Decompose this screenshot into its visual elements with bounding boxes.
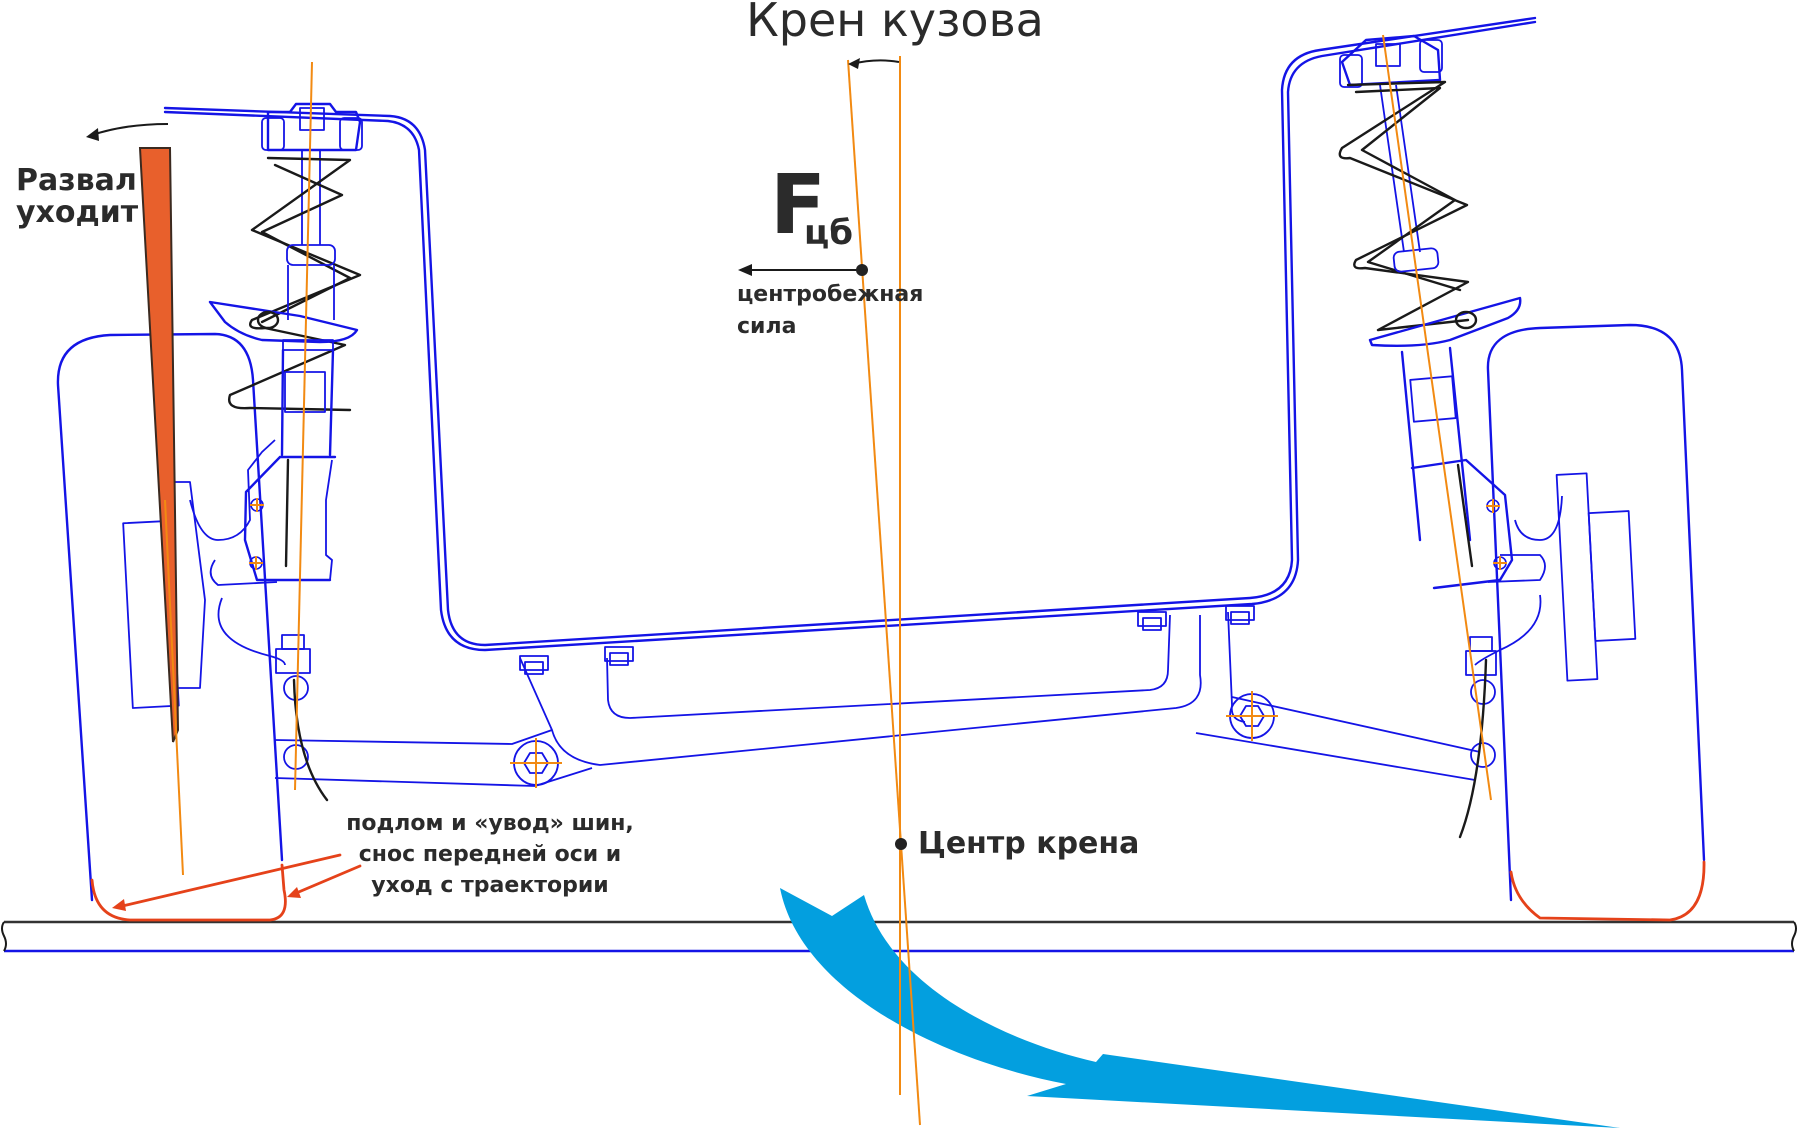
right-coil-spring [1338, 80, 1470, 332]
center-of-mass-dot [856, 264, 868, 276]
right-arm-bottom [1195, 732, 1476, 781]
left-knuckle-rib [209, 559, 278, 586]
right-arm-top [1231, 696, 1481, 753]
axis-lines [164, 34, 1492, 1126]
road-break-left [1, 921, 7, 952]
left-wheel-axis [164, 499, 184, 876]
right-knuckle-upper [1514, 495, 1563, 541]
right-seat-roller [1454, 310, 1478, 330]
force-label-line1: центробежная [737, 282, 923, 307]
right-strut [1338, 34, 1522, 839]
left-mount-stud [261, 117, 285, 151]
roll-center-dot [895, 838, 907, 850]
left-ball-joint-nut [281, 634, 305, 650]
body-roll-axis [847, 59, 921, 1126]
right-coil-spring-inner [1354, 86, 1462, 292]
force-symbol: F [770, 158, 826, 253]
tire-note-line1: подлом и «увод» шин, [346, 811, 634, 836]
tire-note-arrowhead-right [287, 887, 301, 898]
body-outline-outer [163, 16, 1537, 647]
bolt-head [524, 661, 544, 675]
centrifugal-force-arrowhead [738, 264, 752, 276]
road-break-right [1791, 921, 1797, 952]
force-label-line2: сила [737, 314, 796, 339]
left-strut-bracket-edge [325, 459, 333, 581]
left-knuckle-lower [217, 597, 286, 666]
left-seat-roller [256, 310, 280, 330]
body-outline-inner [163, 20, 1537, 652]
left-strut-axis [294, 61, 313, 791]
left-wheel [56, 332, 287, 922]
right-bracket-crosshairs [1486, 499, 1507, 570]
subframe-inner [606, 614, 1171, 719]
camber-arrowhead [86, 128, 99, 141]
right-tire-contact-patch [1509, 860, 1706, 922]
left-coil-spring-inner [260, 163, 352, 324]
right-ball-joint-housing [1465, 650, 1497, 676]
right-strut-axis [1382, 34, 1492, 801]
right-boot-strap [1458, 658, 1488, 839]
bolt [1137, 611, 1167, 627]
right-hub-flange [1587, 510, 1637, 642]
left-strut [208, 102, 363, 802]
left-spring-seat [208, 300, 359, 344]
right-strut-bracket [1410, 458, 1514, 590]
left-mount-stud [339, 117, 363, 151]
force-symbol-subscript: цб [804, 213, 853, 253]
right-piston-rod [1395, 84, 1421, 253]
left-bracket-crosshairs [249, 498, 264, 570]
left-ball-joint-stud [283, 675, 309, 701]
bolt-head [609, 652, 629, 666]
bolt-head [1230, 611, 1250, 625]
left-top-nut [299, 107, 325, 131]
camber-arrow [91, 123, 169, 136]
bolt [519, 655, 549, 671]
tire-note-arrowhead-left [112, 899, 126, 911]
left-tire-outline [56, 332, 284, 902]
bolt-head [1142, 617, 1162, 631]
right-mount-stud [1339, 54, 1363, 88]
diagram-title: Крен кузова [746, 0, 1044, 47]
roll-angle-arrowhead [848, 58, 860, 69]
tire-note-arrow-left [116, 853, 342, 909]
tire-note-arrow-right [292, 864, 362, 896]
right-mount-stud [1419, 39, 1443, 73]
left-boot-strap [292, 678, 329, 802]
right-piston-rod [1379, 84, 1405, 253]
left-strut-bracket [243, 455, 337, 582]
subframe-bolts [519, 605, 1255, 675]
right-tire-outline [1486, 323, 1706, 902]
left-ball-joint-housing [275, 648, 311, 674]
right-ball-joint-nut [1469, 636, 1493, 652]
right-strut-tube [1400, 346, 1472, 542]
right-spring-seat [1368, 296, 1522, 347]
right-wheel [1474, 323, 1706, 922]
subframe [519, 611, 1246, 766]
left-tire-contact-patch [90, 863, 287, 922]
camber-label-line2: уходит [16, 195, 139, 230]
left-bump-stop [286, 244, 336, 266]
left-strut-tube [280, 348, 335, 457]
left-top-mount [266, 102, 362, 152]
tire-note-line3: уход с траектории [371, 873, 608, 898]
bolt [1225, 605, 1255, 621]
lower-arms [274, 691, 1481, 788]
right-knuckle-rib [1487, 554, 1546, 583]
subframe-lower [519, 615, 1202, 766]
subframe-right-leg [1227, 611, 1246, 723]
bolt [604, 646, 634, 662]
camber-label-line1: Развал [16, 163, 137, 198]
right-knuckle-lower [1474, 594, 1542, 666]
skid-direction-arrow [780, 888, 1620, 1128]
roll-center-label: Центр крена [918, 826, 1139, 861]
left-knuckle-upper [189, 439, 276, 541]
body-shell [163, 16, 1537, 652]
left-hub-disc [170, 481, 206, 689]
left-brake-line [284, 458, 290, 568]
tire-note-line2: снос передней оси и [359, 842, 621, 867]
left-arm-top [274, 729, 553, 745]
right-brake-line [1456, 463, 1474, 568]
